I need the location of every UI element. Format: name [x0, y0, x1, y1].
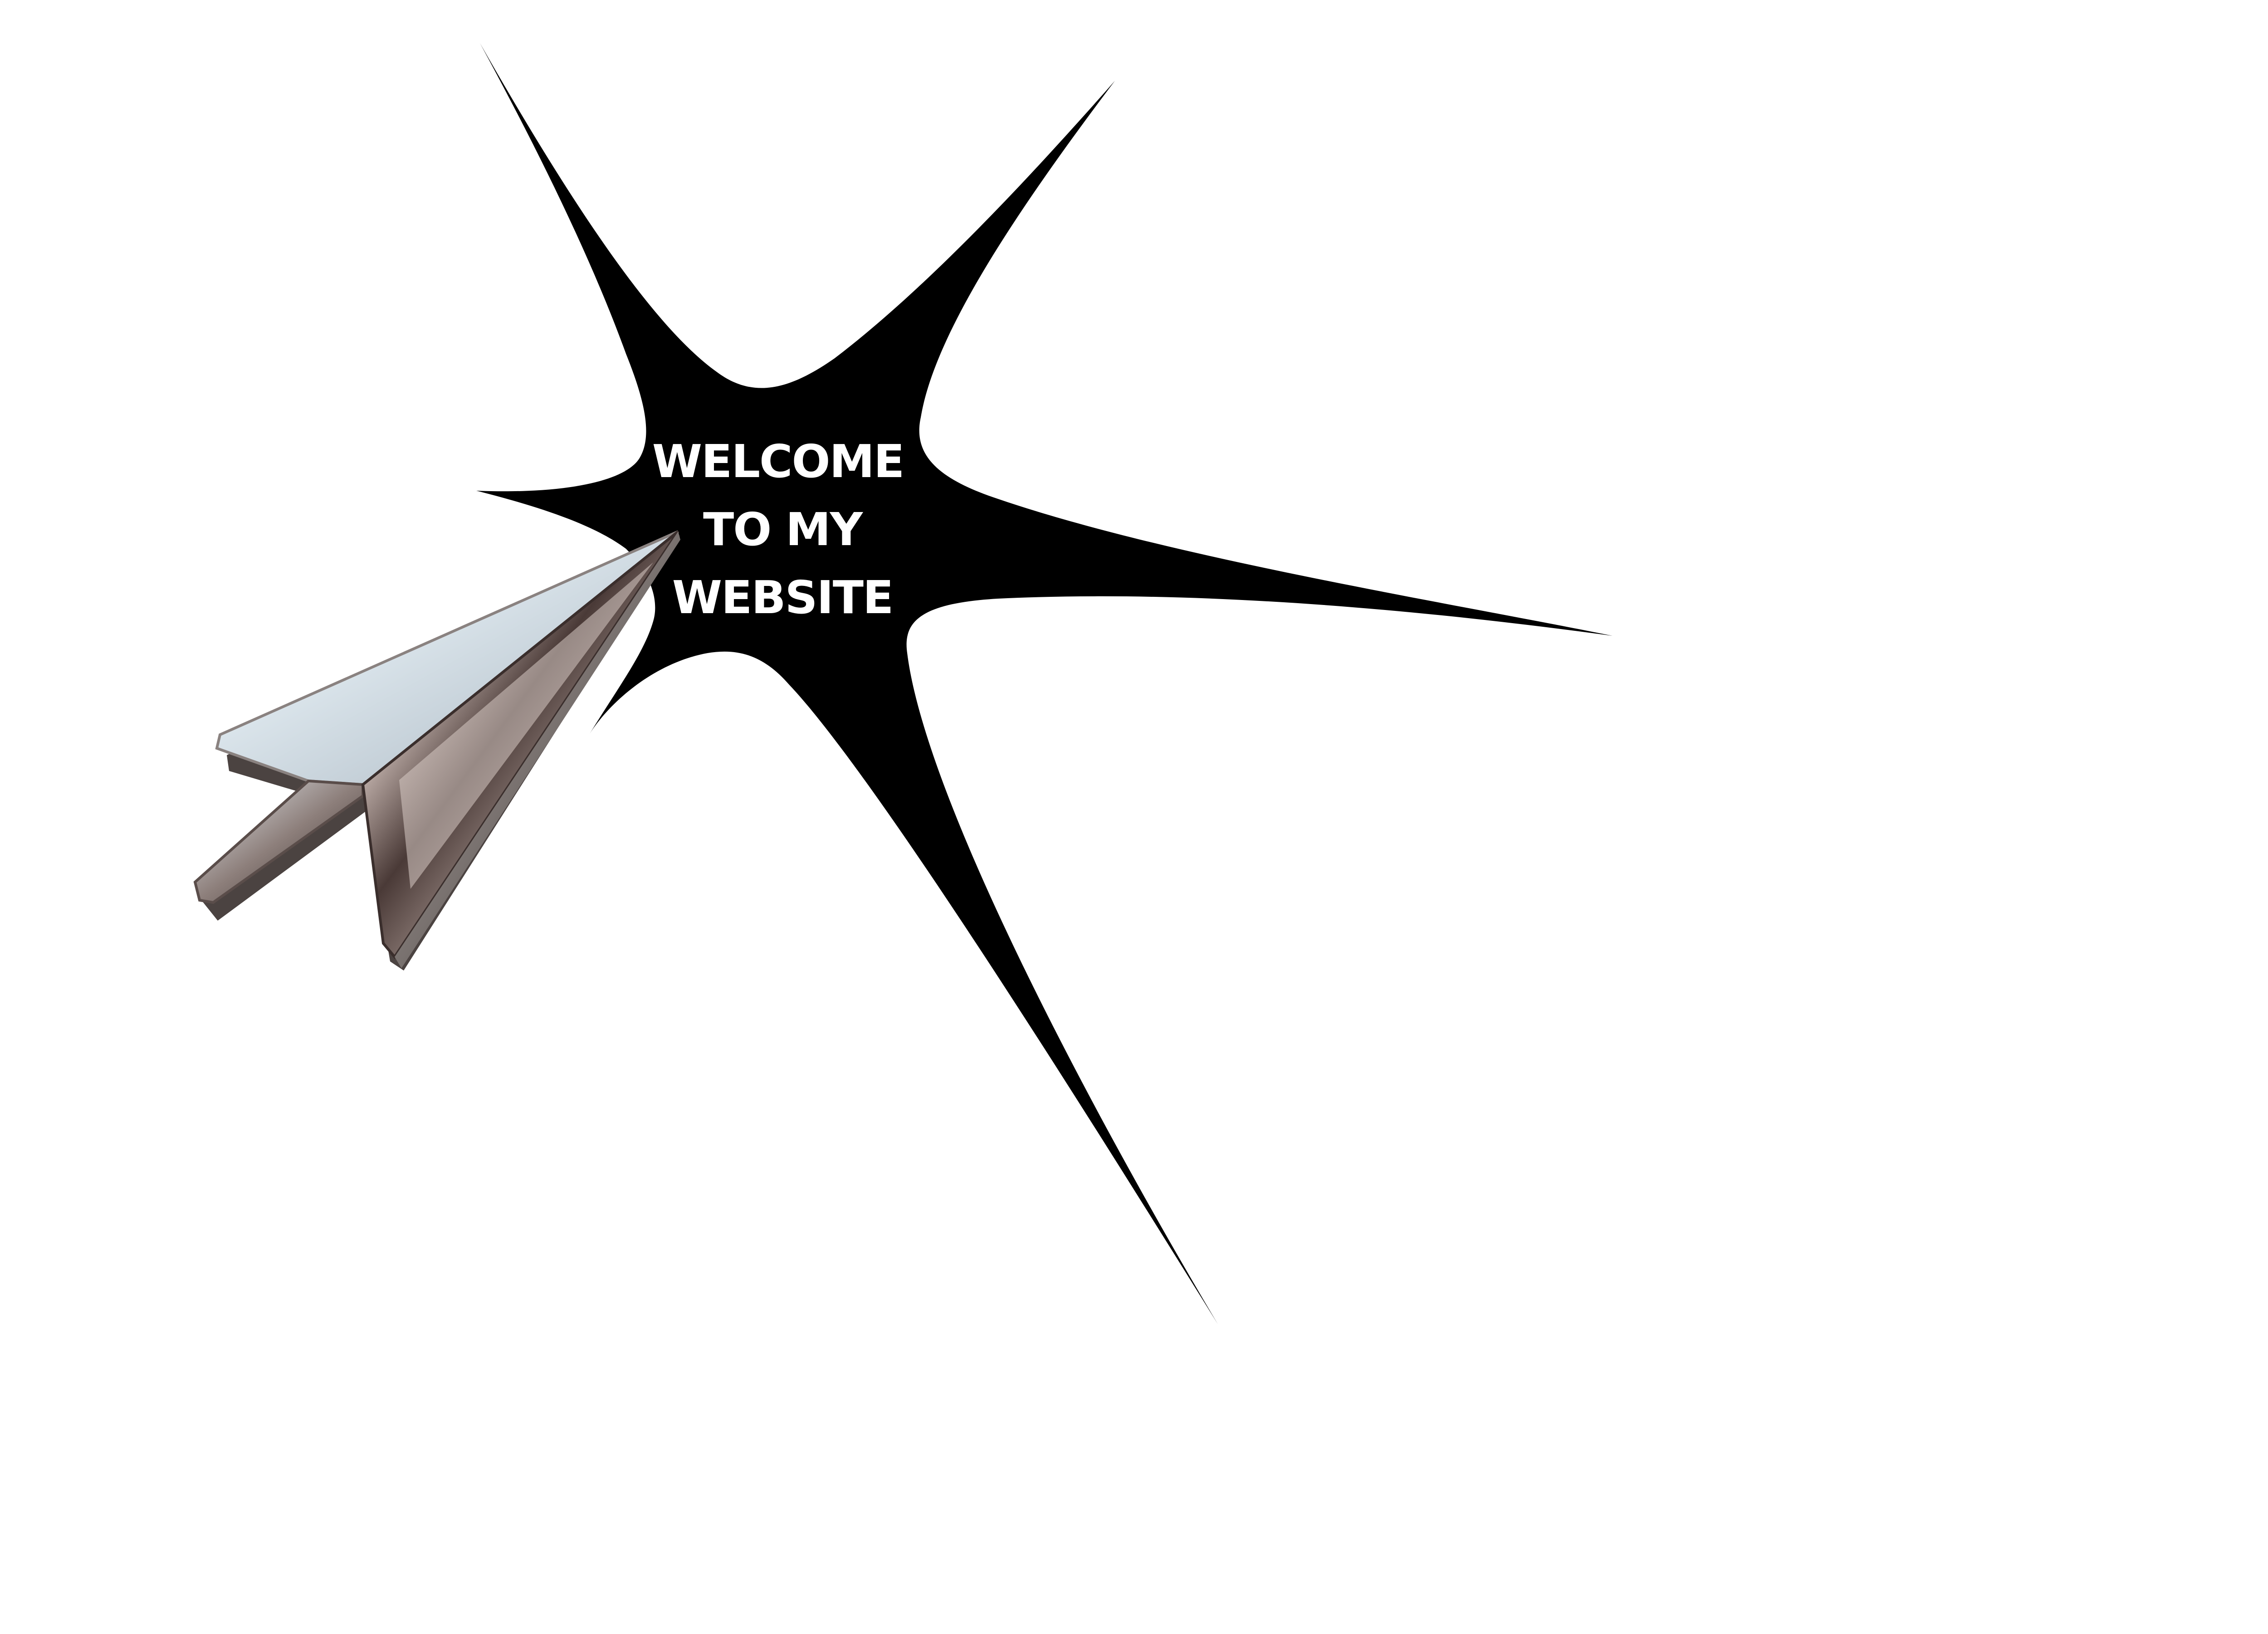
welcome-line-2: TO MY	[703, 503, 864, 556]
welcome-line-3: WEBSITE	[672, 571, 893, 624]
chrome-arrow-cursor-icon[interactable]	[193, 530, 680, 971]
welcome-heading: WELCOME TO MY WEBSITE	[652, 435, 905, 624]
welcome-line-1: WELCOME	[652, 435, 904, 488]
starburst-icon	[476, 43, 1613, 1324]
